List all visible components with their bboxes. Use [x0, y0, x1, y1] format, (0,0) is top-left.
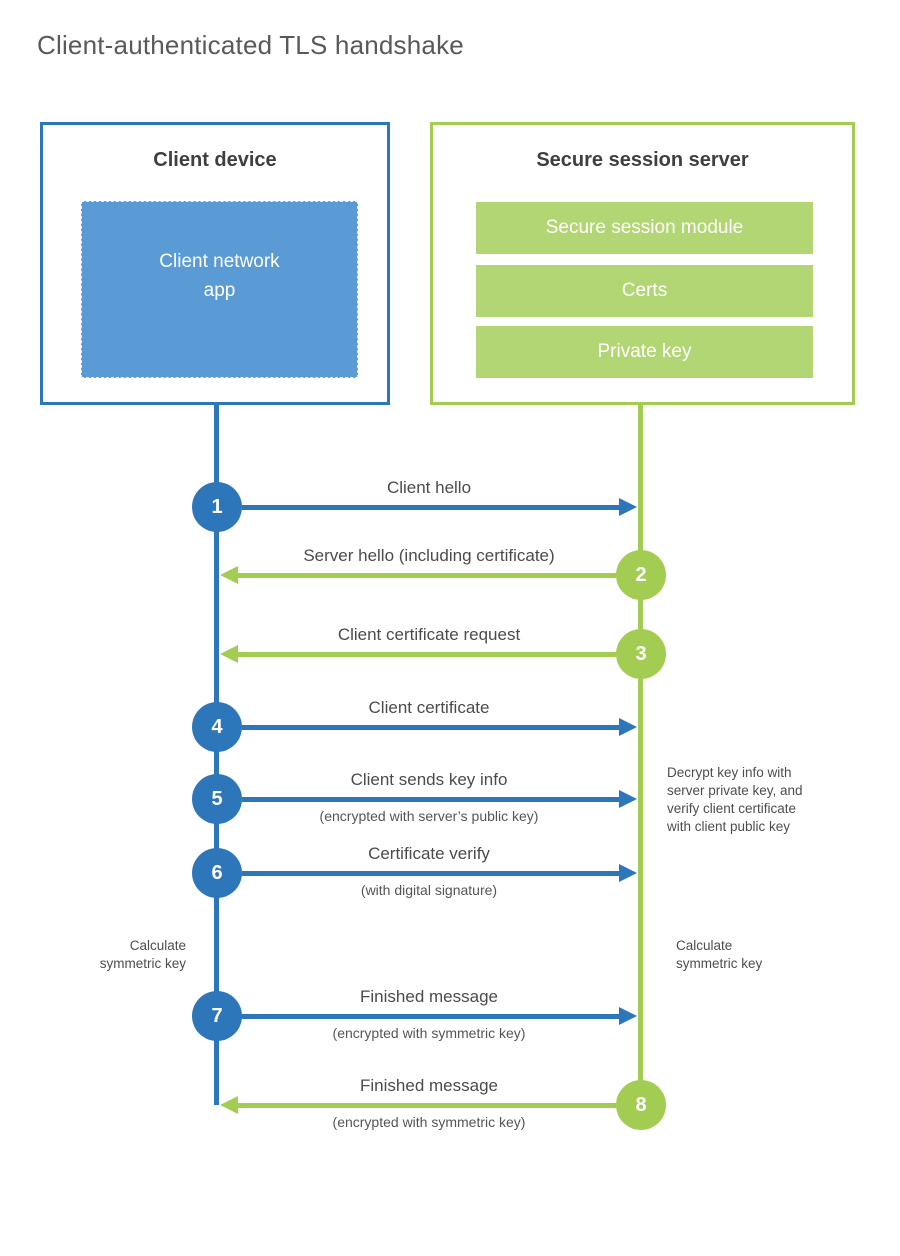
server-title: Secure session server [536, 149, 749, 171]
diagram-title: Client-authenticated TLS handshake [37, 30, 464, 60]
client-device-box: Client device Client network app [40, 122, 390, 405]
note-line: Decrypt key info with [667, 765, 792, 780]
step-7-label: Finished message [360, 987, 498, 1006]
step-2-label: Server hello (including certificate) [303, 546, 555, 565]
step-7-arrow [242, 1013, 619, 1019]
arrowhead-left-icon [220, 566, 238, 584]
step-6-sublabel: (with digital signature) [360, 882, 498, 898]
note-line: Calculate [129, 938, 186, 953]
arrowhead-left-icon [220, 645, 238, 663]
step-5-label: Client sends key info [350, 770, 508, 789]
note-line: symmetric key [676, 956, 763, 971]
calculate-symmetric-key-note-server: Calculate symmetric key [676, 937, 806, 973]
client-app-label-line: Client network [159, 250, 280, 272]
arrowhead-right-icon [619, 1007, 637, 1025]
step-number: 7 [211, 1004, 223, 1027]
module-bar-certs: Certs [476, 265, 813, 317]
step-4-arrow [242, 724, 619, 730]
client-device-title: Client device [153, 149, 277, 171]
client-network-app-box: Client network app [81, 201, 358, 378]
arrowhead-right-icon [619, 864, 637, 882]
note-line: verify client certificate [667, 801, 797, 816]
module-bar-secure-session: Secure session module [476, 202, 813, 254]
step-number: 5 [211, 787, 223, 810]
server-box: Secure session server Secure session mod… [430, 122, 855, 405]
client-lifeline [214, 405, 219, 1105]
step-number: 3 [635, 642, 647, 665]
step-3-arrow [238, 651, 616, 657]
step-4-circle: 4 [192, 702, 242, 752]
server-lifeline [638, 405, 643, 1105]
step-8-circle: 8 [616, 1080, 666, 1130]
step-5-circle: 5 [192, 774, 242, 824]
step-6-label: Certificate verify [368, 844, 490, 863]
note-line: Calculate [676, 938, 733, 953]
note-line: symmetric key [99, 956, 186, 971]
step-8-sublabel: (encrypted with symmetric key) [332, 1114, 526, 1130]
step-4-label: Client certificate [368, 698, 490, 717]
step-2-arrow [238, 572, 616, 578]
step-number: 6 [211, 861, 223, 884]
client-app-label-line: app [203, 279, 236, 301]
decrypt-key-note: Decrypt key info with server private key… [667, 764, 847, 836]
step-5-sublabel: (encrypted with server’s public key) [319, 808, 539, 824]
calculate-symmetric-key-note-client: Calculate symmetric key [56, 937, 186, 973]
step-8-label: Finished message [360, 1076, 498, 1095]
step-3-label: Client certificate request [337, 625, 521, 644]
module-bar-private-key: Private key [476, 326, 813, 378]
step-number: 2 [635, 563, 647, 586]
note-line: with client public key [667, 819, 791, 834]
step-1-label: Client hello [386, 478, 472, 497]
note-line: server private key, and [667, 783, 803, 798]
step-number: 8 [635, 1093, 647, 1116]
step-7-circle: 7 [192, 991, 242, 1041]
step-1-arrow [242, 504, 619, 510]
step-6-arrow [242, 870, 619, 876]
step-5-arrow [242, 796, 619, 802]
step-8-arrow [238, 1102, 616, 1108]
step-number: 1 [211, 495, 223, 518]
step-6-circle: 6 [192, 848, 242, 898]
arrowhead-right-icon [619, 718, 637, 736]
step-7-sublabel: (encrypted with symmetric key) [332, 1025, 526, 1041]
step-3-circle: 3 [616, 629, 666, 679]
step-number: 4 [211, 715, 223, 738]
step-1-circle: 1 [192, 482, 242, 532]
arrowhead-right-icon [619, 790, 637, 808]
step-2-circle: 2 [616, 550, 666, 600]
arrowhead-right-icon [619, 498, 637, 516]
arrowhead-left-icon [220, 1096, 238, 1114]
